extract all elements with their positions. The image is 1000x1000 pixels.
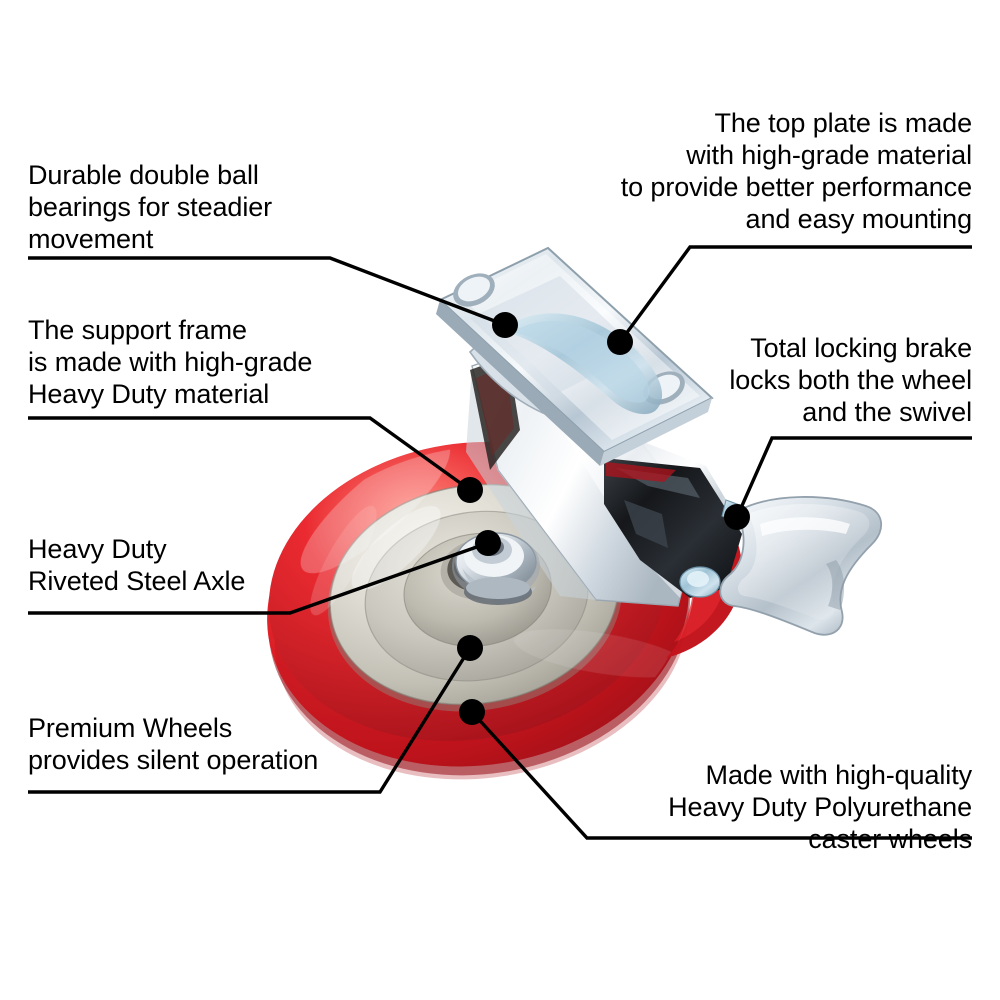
callout-support-frame: The support frame is made with high-grad… [28,315,313,409]
leader-line-frame [28,416,471,492]
top-mounting-plate [436,246,714,466]
leader-line-bearings [28,256,506,327]
leader-line-axle [28,541,489,615]
callout-dot-bearings [492,312,518,338]
callout-polyurethane-wheels: Made with high-quality Heavy Duty Polyur… [668,760,972,854]
leader-line-poly [470,710,972,840]
callout-dot-brake [724,504,750,530]
callout-dot-frame [457,477,483,503]
callout-dot-premium [457,635,483,661]
plate-bolt-hole-1 [453,273,495,307]
brake-pedal-lever [719,496,882,636]
callout-dot-axle [475,530,501,556]
callout-dot-poly [459,699,485,725]
callout-total-locking-brake: Total locking brake locks both the wheel… [729,333,972,427]
callout-top-plate: The top plate is made with high-grade ma… [620,108,972,234]
callout-dot-topplate [607,329,633,355]
leader-line-topplate [618,245,972,344]
callout-premium-wheels: Premium Wheels provides silent operation [28,713,319,775]
callout-riveted-steel-axle: Heavy Duty Riveted Steel Axle [28,534,246,596]
callout-double-ball-bearings: Durable double ball bearings for steadie… [28,160,273,254]
leader-line-premium [28,647,472,794]
leader-line-brake [735,436,972,518]
